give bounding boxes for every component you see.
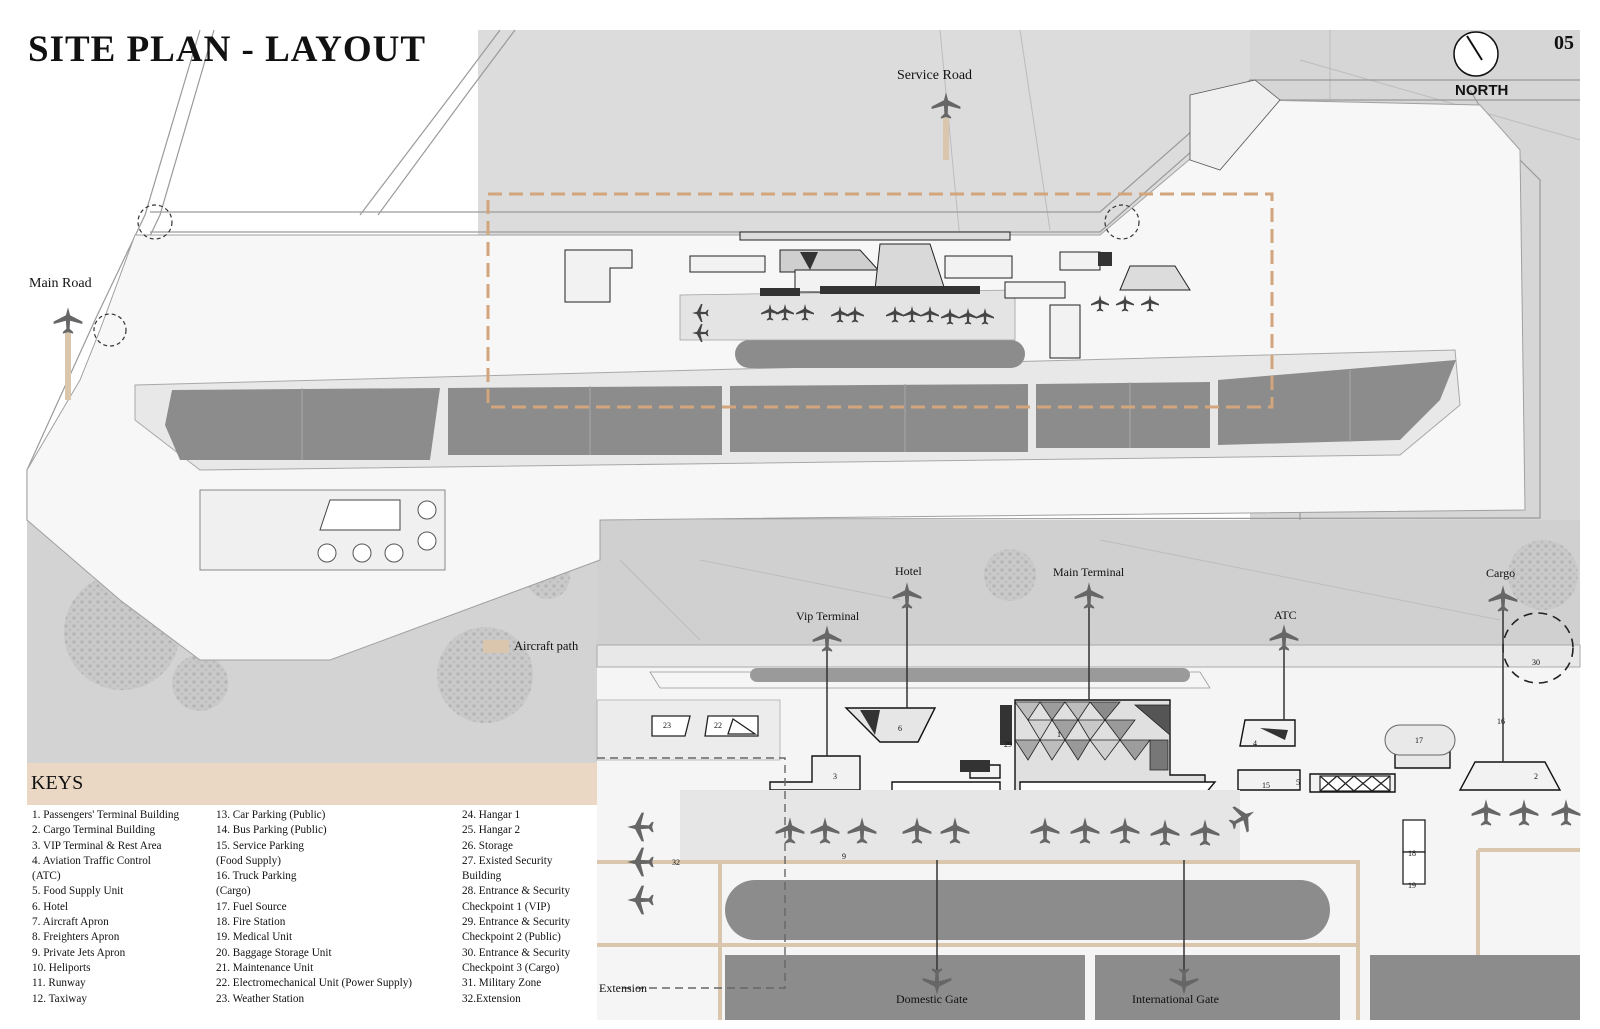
zone-number: 32: [672, 858, 680, 867]
key-item: 22. Electromechanical Unit (Power Supply…: [216, 977, 413, 990]
key-item: (ATC): [32, 870, 61, 883]
key-item: 1. Passengers' Terminal Building: [32, 809, 180, 821]
key-item: 19. Medical Unit: [216, 931, 293, 944]
key-item: 31. Military Zone: [462, 977, 542, 990]
keys-header-band: [27, 763, 597, 805]
key-item: 27. Existed Security: [462, 854, 553, 867]
key-item: 4. Aviation Traffic Control: [32, 854, 151, 867]
key-item: (Food Supply): [216, 854, 281, 867]
key-item: 16. Truck Parking: [216, 870, 297, 883]
zone-number: 9: [842, 852, 846, 861]
zone-number: 30: [1532, 658, 1540, 667]
key-item: 7. Aircraft Apron: [32, 916, 109, 929]
key-item: 23. Weather Station: [216, 992, 305, 1005]
key-item: 17. Fuel Source: [216, 900, 287, 913]
north-arrow-circle: [1453, 31, 1499, 77]
key-item: (Cargo): [216, 885, 251, 898]
aircraft-path-legend: Aircraft path: [514, 639, 579, 653]
zone-number: 23: [663, 721, 671, 730]
zone-number: 2: [1534, 772, 1538, 781]
key-item: 5. Food Supply Unit: [32, 885, 124, 898]
aircraft-path: [597, 848, 1580, 1020]
key-item: Checkpoint 3 (Cargo): [462, 961, 560, 974]
tree: [1508, 540, 1578, 610]
key-item: 30. Entrance & Security: [462, 946, 571, 959]
key-item: Checkpoint 2 (Public): [462, 931, 561, 944]
main-road-label: Main Road: [29, 276, 92, 291]
zone-number: 22: [714, 721, 722, 730]
zone-number: 15: [1262, 781, 1270, 790]
key-item: 10. Heliports: [32, 961, 91, 974]
page-title: SITE PLAN - LAYOUT: [28, 29, 427, 70]
zone-number: 16: [1497, 717, 1505, 726]
extension-label: Extension: [599, 981, 647, 995]
key-item: 11. Runway: [32, 977, 86, 990]
zone-number: 19: [1408, 881, 1416, 890]
runway: [165, 360, 1456, 460]
main-terminal-label: Main Terminal: [1053, 565, 1125, 579]
north-label: NORTH: [1455, 82, 1509, 99]
key-item: 12. Taxiway: [32, 992, 87, 1005]
international-gate-label: International Gate: [1132, 992, 1219, 1006]
hotel-label: Hotel: [895, 564, 922, 578]
keys-column-1: 1. Passengers' Terminal Building 2. Carg…: [32, 808, 179, 1007]
key-item: 3. VIP Terminal & Rest Area: [32, 839, 162, 852]
zone-number: 5: [1296, 778, 1300, 787]
key-item: 20. Baggage Storage Unit: [216, 946, 332, 959]
key-item: 28. Entrance & Security: [462, 885, 571, 898]
key-item: 15. Service Parking: [216, 839, 304, 852]
key-item: 2. Cargo Terminal Building: [32, 824, 156, 837]
zone-number: 6: [898, 724, 902, 733]
keys-title: KEYS: [31, 772, 84, 794]
key-item: 29. Entrance & Security: [462, 916, 571, 929]
zone-number: 1: [1057, 730, 1061, 739]
key-item: Building: [462, 870, 502, 883]
key-item: 32.Extension: [462, 992, 521, 1005]
detail-highlight-frame: [486, 192, 1274, 409]
key-item: 25. Hangar 2: [462, 824, 521, 837]
keys-column-2: 13. Car Parking (Public) 14. Bus Parking…: [216, 808, 412, 1007]
atc-label: ATC: [1274, 608, 1297, 622]
page-number: 05: [1554, 32, 1574, 54]
zone-number: 18: [1408, 849, 1416, 858]
key-item: 6. Hotel: [32, 900, 69, 913]
extension-outline: [597, 757, 786, 989]
vip-terminal-label: Vip Terminal: [796, 609, 860, 623]
key-item: 26. Storage: [462, 839, 513, 852]
service-road-label: Service Road: [897, 68, 973, 83]
key-item: 18. Fire Station: [216, 916, 286, 929]
key-item: 21. Maintenance Unit: [216, 961, 314, 974]
domestic-gate-label: Domestic Gate: [896, 992, 968, 1006]
key-item: 8. Freighters Apron: [32, 931, 120, 944]
zone-number: 29: [1004, 740, 1012, 749]
zone-number: 3: [833, 772, 837, 781]
zone-number: 4: [1253, 739, 1257, 748]
legend-swatch: [483, 640, 509, 653]
key-item: 14. Bus Parking (Public): [216, 824, 327, 837]
key-item: Checkpoint 1 (VIP): [462, 900, 551, 913]
key-item: 13. Car Parking (Public): [216, 809, 326, 821]
main-terminal-roof: [1014, 701, 1171, 771]
zone-number: 17: [1415, 736, 1423, 745]
tree: [984, 549, 1036, 601]
tree: [172, 655, 228, 711]
key-item: 24. Hangar 1: [462, 809, 521, 821]
keys-column-3: 24. Hangar 1 25. Hangar 2 26. Storage 27…: [462, 808, 570, 1007]
key-item: 9. Private Jets Apron: [32, 946, 126, 959]
cargo-label: Cargo: [1486, 566, 1516, 580]
